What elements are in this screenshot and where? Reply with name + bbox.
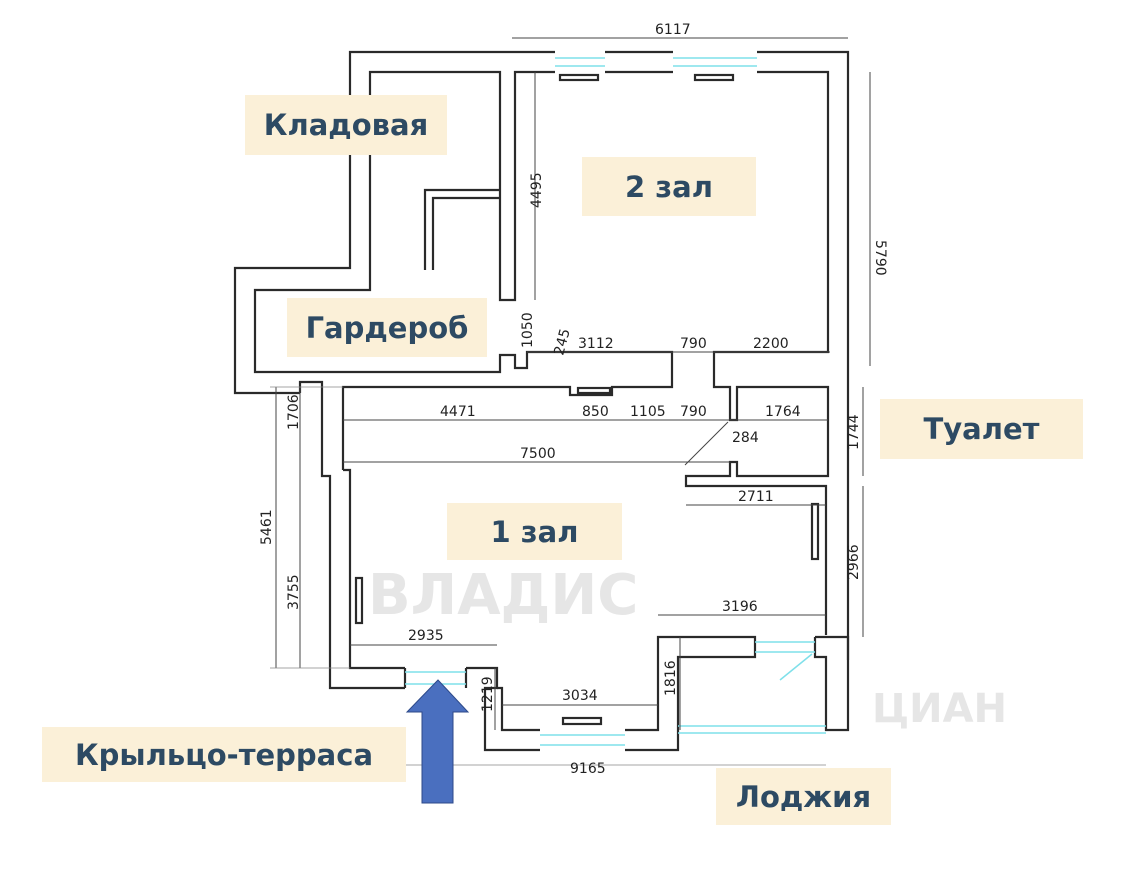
dim-790-top: 790 [680,336,707,352]
dim-4495: 4495 [529,172,545,208]
windows [405,57,826,746]
dim-5461: 5461 [259,509,275,545]
watermark-cian: ЦИАН [872,686,1007,732]
room-label-hall2: 2 зал [582,157,756,216]
dim-1105: 1105 [630,404,666,420]
entrance-arrow-icon [405,679,470,804]
room-label-storage: Кладовая [245,95,447,155]
room-label-toilet: Туалет [880,399,1083,459]
dim-850: 850 [582,404,609,420]
dim-1219: 1219 [480,676,496,712]
room-label-hall1: 1 зал [447,503,622,560]
dim-2711: 2711 [738,489,774,505]
dim-1706: 1706 [286,394,302,430]
dim-4471: 4471 [440,404,476,420]
dim-1764: 1764 [765,404,801,420]
room-label-wardrobe: Гардероб [287,298,487,357]
dim-5790: 5790 [872,240,888,276]
dim-1744: 1744 [846,414,862,450]
room-label-loggia: Лоджия [716,768,891,825]
dim-245: 245 [551,327,573,357]
dim-790-bottom: 790 [680,404,707,420]
dim-3112: 3112 [578,336,614,352]
dim-1050: 1050 [520,312,536,348]
watermark-vladis: ВЛАДИС [368,563,638,628]
room-label-porch: Крыльцо-терраса [42,727,406,782]
dim-2200: 2200 [753,336,789,352]
dim-2935: 2935 [408,628,444,644]
dim-1816: 1816 [663,660,679,696]
walls [233,50,850,752]
dim-7500: 7500 [520,446,556,462]
dim-3196: 3196 [722,599,758,615]
dim-3034: 3034 [562,688,598,704]
dim-3755: 3755 [286,574,302,610]
dim-9165: 9165 [570,761,606,777]
dim-2966: 2966 [846,544,862,580]
dim-6117: 6117 [655,22,691,38]
dim-284: 284 [732,430,759,446]
